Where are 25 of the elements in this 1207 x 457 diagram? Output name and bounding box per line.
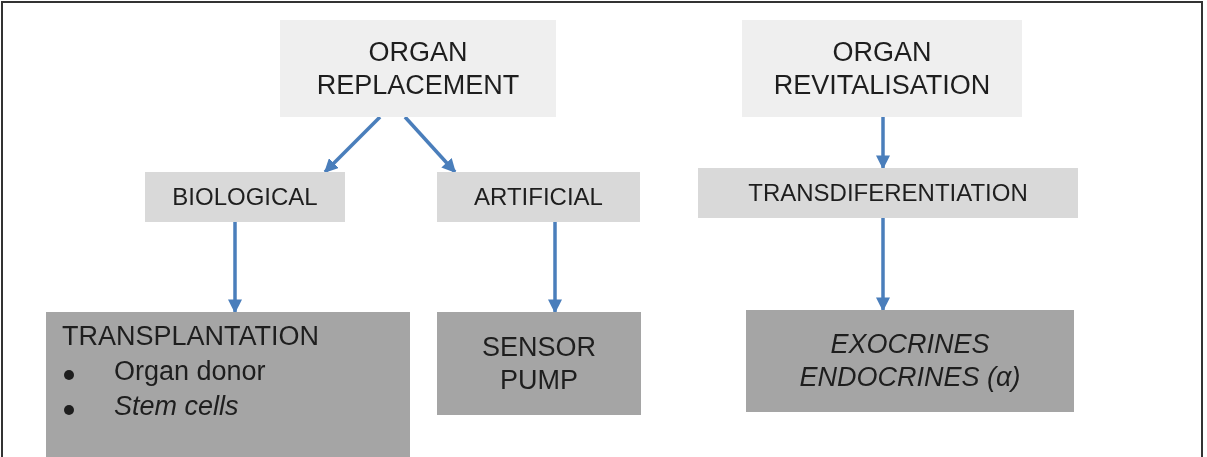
box-label: EXOCRINES: [830, 328, 990, 361]
box-label: SENSOR PUMP: [481, 330, 597, 397]
box-label: ORGAN REPLACEMENT: [315, 35, 521, 102]
box-heading: TRANSPLANTATION: [62, 320, 320, 353]
arrow: [876, 117, 890, 170]
process-box: [280, 20, 556, 117]
process-box: [46, 312, 410, 457]
bullet-item: Stem cells: [62, 389, 239, 423]
bullet-item: Organ donor: [62, 354, 266, 388]
box-label: ARTIFICIAL: [474, 182, 603, 212]
process-box: [437, 312, 641, 415]
process-box: [437, 172, 640, 222]
box-label: ORGAN REVITALISATION: [772, 35, 992, 102]
process-box: [742, 20, 1022, 117]
process-box: [145, 172, 345, 222]
process-box: [746, 310, 1074, 412]
arrow: [548, 222, 562, 314]
arrow: [876, 218, 890, 312]
process-box: [698, 168, 1078, 218]
arrow: [323, 115, 382, 174]
arrow: [403, 115, 457, 174]
box-label: BIOLOGICAL: [172, 182, 318, 212]
arrow: [228, 222, 242, 314]
box-label: TRANSDIFERENTIATION: [748, 178, 1028, 208]
box-label: ENDOCRINES (α): [799, 361, 1021, 394]
